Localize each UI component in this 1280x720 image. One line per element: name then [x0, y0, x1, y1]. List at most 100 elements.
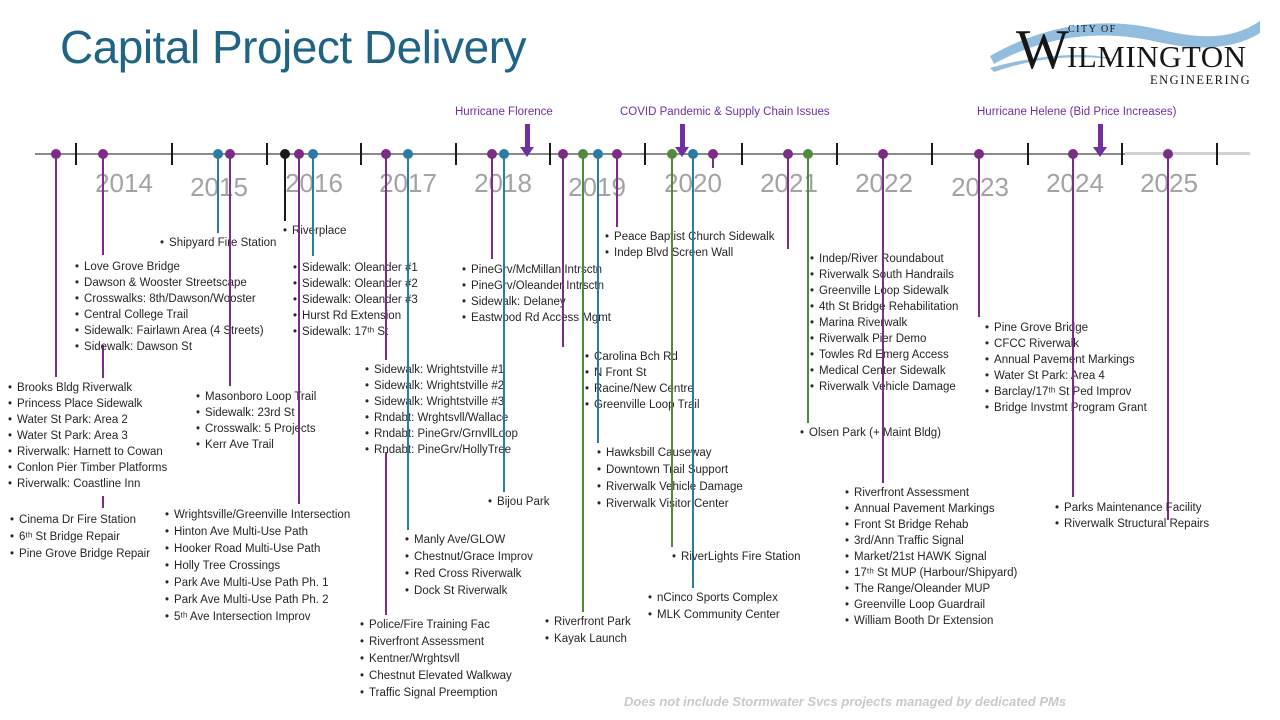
bullet-icon: • [10, 531, 15, 543]
timeline-tick [266, 143, 268, 165]
project-item: •Riverwalk Vehicle Damage [597, 479, 743, 496]
project-item-label: Rndabt: PineGrv/GrnvllLoop [374, 428, 518, 440]
bullet-icon: • [462, 264, 467, 276]
project-item-label: Downtown Trail Support [606, 464, 729, 476]
bullet-icon: • [597, 464, 602, 476]
timeline-dot [213, 149, 223, 159]
timeline-tick [741, 143, 743, 165]
bullet-icon: • [8, 478, 13, 490]
project-item-label: Sidewalk: Dawson St [84, 341, 193, 353]
bullet-icon: • [585, 351, 590, 363]
project-item: •Peace Baptist Church Sidewalk [605, 229, 774, 245]
project-item: •PineGrv/McMillan Intrsctn [462, 262, 611, 278]
logo-department: ENGINEERING [1150, 73, 1251, 87]
project-item-label: 5ᵗʰ Ave Intersection Improv [174, 611, 311, 623]
connector-line [298, 160, 300, 504]
project-item-label: Sidewalk: Fairlawn Area (4 Streets) [84, 325, 264, 337]
bullet-icon: • [196, 407, 201, 419]
project-item: •MLK Community Center [648, 607, 780, 624]
project-item: •Chestnut Elevated Walkway [360, 668, 512, 685]
bullet-icon: • [488, 496, 493, 508]
project-item-label: Princess Place Sidewalk [17, 398, 143, 410]
project-item-label: RiverLights Fire Station [681, 551, 801, 563]
connector-line [102, 496, 104, 508]
connector-line [55, 160, 57, 377]
year-label: 2024 [1046, 168, 1104, 198]
project-item: •Market/21st HAWK Signal [845, 549, 1017, 565]
bullet-icon: • [75, 261, 80, 273]
logo-graphic: W CITY OF ILMINGTON ENGINEERING [990, 19, 1260, 87]
project-group-oleander: •Sidewalk: Oleander #1•Sidewalk: Oleande… [293, 260, 418, 340]
bullet-icon: • [845, 551, 850, 563]
timeline-tick [1216, 143, 1218, 165]
bullet-icon: • [405, 534, 410, 546]
project-group-riverplace: •Riverplace [283, 223, 346, 239]
project-item-label: Riverwalk Visitor Center [606, 498, 729, 510]
project-item: •Princess Place Sidewalk [8, 396, 167, 412]
project-group-ncinco: •nCinco Sports Complex•MLK Community Cen… [648, 590, 780, 624]
project-group-indep-river: •Indep/River Roundabout•Riverwalk South … [810, 251, 958, 395]
project-item: •N Front St [585, 365, 700, 381]
project-item-label: Olsen Park (+ Maint Bldg) [809, 427, 942, 439]
project-item-label: Cinema Dr Fire Station [19, 514, 136, 526]
project-item: •Marina Riverwalk [810, 315, 958, 331]
project-item: •Crosswalks: 8th/Dawson/Wooster [75, 291, 264, 307]
bullet-icon: • [810, 253, 815, 265]
bullet-icon: • [8, 446, 13, 458]
bullet-icon: • [597, 447, 602, 459]
bullet-icon: • [672, 551, 677, 563]
timeline-tick [931, 143, 933, 165]
bullet-icon: • [75, 293, 80, 305]
bullet-icon: • [165, 543, 170, 555]
logo-wave-icon [990, 21, 1260, 64]
project-item: •Conlon Pier Timber Platforms [8, 460, 167, 476]
project-item: •Front St Bridge Rehab [845, 517, 1017, 533]
project-item: •Park Ave Multi-Use Path Ph. 1 [165, 575, 350, 592]
connector-line [385, 452, 387, 615]
project-item: •Medical Center Sidewalk [810, 363, 958, 379]
bullet-icon: • [810, 285, 815, 297]
project-item-label: Wrightsville/Greenville Intersection [174, 509, 351, 521]
project-item: •Hooker Road Multi-Use Path [165, 541, 350, 558]
annotation-arrow-head-icon [520, 147, 534, 157]
project-item-label: Riverfront Park [554, 616, 631, 628]
bullet-icon: • [985, 354, 990, 366]
project-group-carolina: •Carolina Bch Rd•N Front St•Racine/New C… [585, 349, 700, 413]
connector-line [582, 160, 584, 612]
project-item-label: Sidewalk: Delaney [471, 296, 566, 308]
bullet-icon: • [360, 670, 365, 682]
bullet-icon: • [845, 615, 850, 627]
project-item: •Olsen Park (+ Maint Bldg) [800, 425, 941, 441]
project-item-label: Racine/New Centre [594, 383, 694, 395]
project-item: •Sidewalk: Oleander #3 [293, 292, 418, 308]
year-label: 2022 [855, 168, 913, 198]
project-item: •Hurst Rd Extension [293, 308, 418, 324]
project-item: •Rndabt: Wrghtsvll/Wallace [365, 410, 518, 426]
connector-line [407, 160, 409, 530]
project-item: •Eastwood Rd Access Mgmt [462, 310, 611, 326]
timeline-dot [499, 149, 509, 159]
bullet-icon: • [75, 309, 80, 321]
connector-line [312, 160, 314, 256]
project-item-label: Police/Fire Training Fac [369, 619, 490, 631]
project-item-label: Shipyard Fire Station [169, 237, 277, 249]
project-group-wrightsville-greenville: •Wrightsville/Greenville Intersection•Hi… [165, 507, 350, 626]
project-item-label: Sidewalk: Wrightstville #2 [374, 380, 505, 392]
timeline-tick [75, 143, 77, 165]
project-item-label: Masonboro Loop Trail [205, 391, 317, 403]
project-item-label: Riverplace [292, 225, 347, 237]
project-item-label: Riverwalk South Handrails [819, 269, 954, 281]
timeline-dot [403, 149, 413, 159]
bullet-icon: • [293, 326, 298, 338]
project-item: •Riverfront Park [545, 614, 631, 631]
annotation-arrow-head-icon [1093, 147, 1107, 157]
connector-line [217, 160, 219, 233]
project-item-label: Barclay/17ᵗʰ St Ped Improv [994, 386, 1132, 398]
bullet-icon: • [8, 430, 13, 442]
project-item-label: Riverfront Assessment [369, 636, 485, 648]
project-item-label: Front St Bridge Rehab [854, 519, 969, 531]
project-item-label: Parks Maintenance Facility [1064, 502, 1202, 514]
project-item: •Wrightsville/Greenville Intersection [165, 507, 350, 524]
page-title: Capital Project Delivery [60, 21, 527, 73]
project-item-label: nCinco Sports Complex [657, 592, 778, 604]
